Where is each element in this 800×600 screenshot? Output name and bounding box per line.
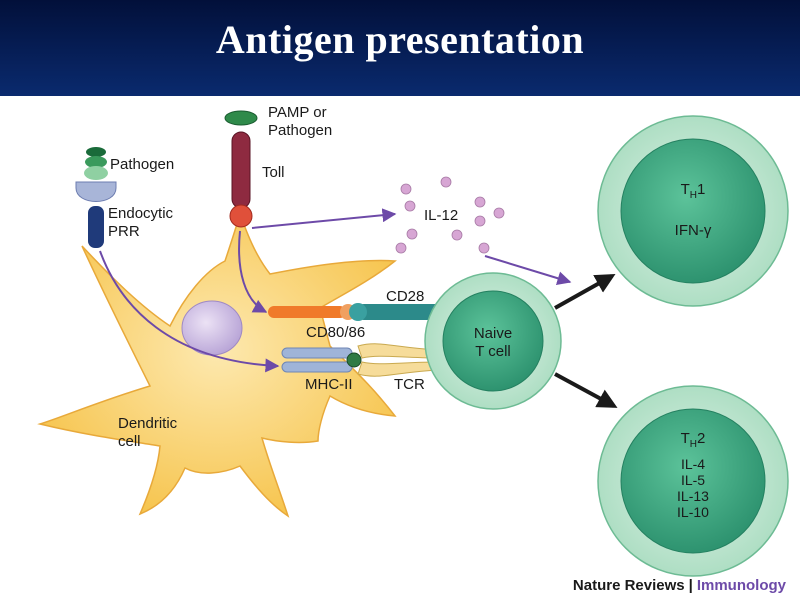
credit-journal: Immunology — [696, 577, 786, 594]
pamp-label-line1: PAMP or — [268, 104, 327, 121]
il12-to-tcell-arrow — [484, 255, 572, 286]
th2-cell-nucleus — [620, 408, 766, 554]
antigen-peptide — [346, 352, 362, 368]
toll-label: Toll — [262, 164, 285, 181]
th2-cytokine-il13: IL-13 — [677, 488, 709, 504]
th1-cytokine-ifn-gamma: IFN-γ — [675, 222, 712, 239]
slide-title: Antigen presentation — [215, 17, 585, 62]
credit-separator: | — [688, 577, 693, 594]
prr-to-mhc-arrow — [99, 250, 280, 373]
pamp-particle — [224, 110, 258, 126]
il12-particles — [395, 176, 505, 254]
pathogen-label: Pathogen — [110, 156, 174, 173]
naive-to-th1-arrow — [554, 274, 616, 310]
tcr-label: TCR — [394, 376, 425, 393]
toll-to-cd80-arrow — [238, 230, 268, 313]
pamp-label-line2: Pathogen — [268, 122, 332, 139]
endocytic-label: Endocytic — [108, 205, 174, 222]
cd28-label: CD28 — [386, 288, 424, 305]
cd80-86-label: CD80/86 — [306, 324, 365, 341]
th2-label: TH2 — [681, 430, 706, 450]
th1-label: TH1 — [681, 181, 706, 201]
toll-to-il12-arrow — [251, 208, 397, 229]
toll-receptor — [229, 131, 253, 228]
th2-cytokine-il5: IL-5 — [681, 472, 705, 488]
naive-t-cell-label-line2: T cell — [475, 343, 511, 360]
mhc-ii-label: MHC-II — [305, 376, 353, 393]
il12-label: IL-12 — [424, 207, 458, 224]
mhc-ii-molecule — [281, 347, 353, 373]
prr-label: PRR — [108, 223, 140, 240]
th2-cytokine-il10: IL-10 — [677, 504, 709, 520]
antigen-presentation-diagram: Pathogen Endocytic PRR PAMP or Pathogen … — [37, 104, 789, 577]
title-bar: Antigen presentation — [0, 0, 800, 96]
pathogen-particle — [84, 147, 108, 180]
dendritic-cell-label-line2: cell — [118, 433, 141, 450]
cd80-86-molecule — [268, 304, 356, 320]
source-credit: Nature Reviews|Immunology — [573, 577, 786, 594]
naive-t-cell-nucleus — [442, 290, 544, 392]
endocytic-prr-receptor — [75, 181, 117, 248]
naive-t-cell-label-line1: Naive — [474, 325, 512, 342]
cd28-molecule — [349, 303, 444, 321]
credit-publisher: Nature Reviews — [572, 577, 685, 594]
th1-cell-nucleus — [620, 138, 766, 284]
tcr-molecule — [357, 343, 441, 377]
dendritic-cell-label-line1: Dendritic — [118, 415, 178, 432]
th2-cytokine-il4: IL-4 — [681, 456, 705, 472]
naive-to-th2-arrow — [554, 372, 618, 408]
